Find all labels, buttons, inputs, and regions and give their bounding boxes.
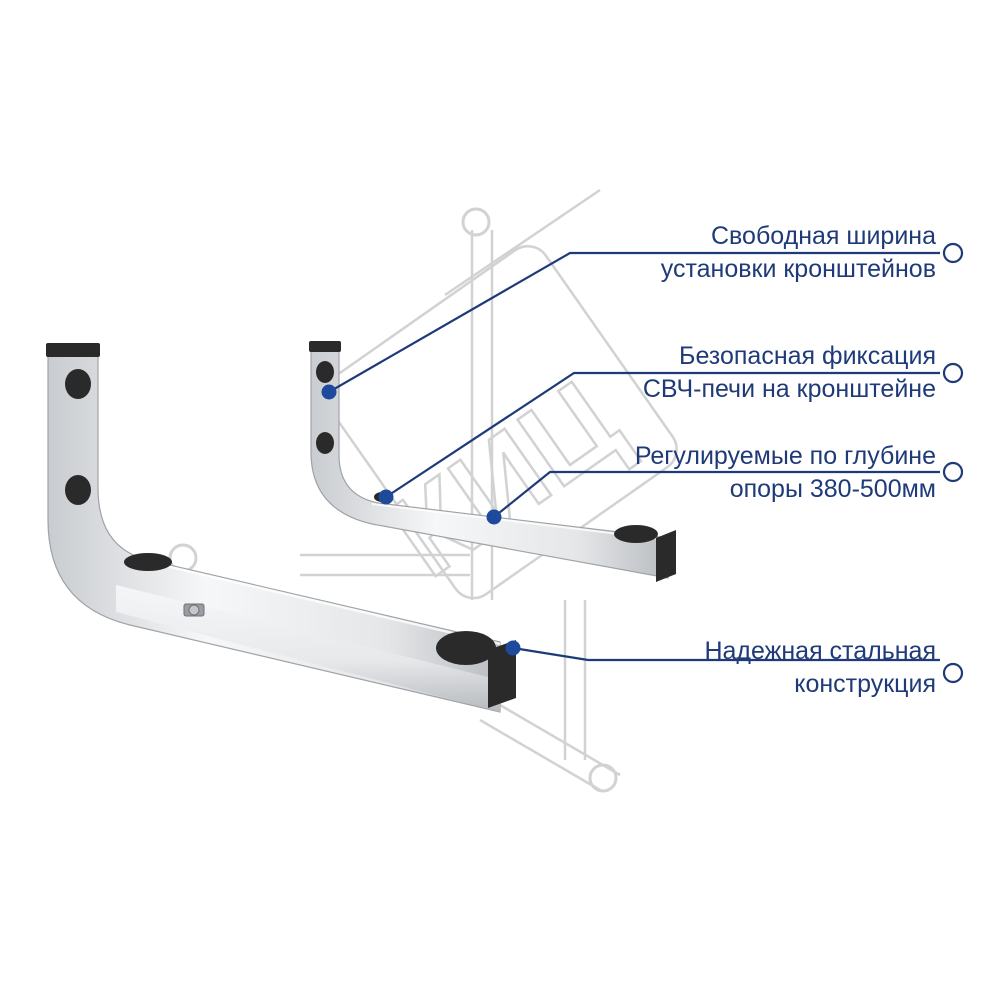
rubber-cap (309, 341, 341, 352)
callout-line: Надежная стальная (704, 637, 936, 665)
leader-line-1 (328, 251, 940, 393)
callout-end-circles (942, 242, 964, 684)
rubber-plug (316, 432, 334, 454)
callout-line: СВЧ-печи на кронштейне (642, 375, 936, 403)
callout-line: опоры 380-500мм (729, 475, 936, 503)
rubber-plug (316, 361, 334, 383)
callout-end-circle-4 (942, 662, 964, 684)
watermark-node (588, 763, 618, 793)
callout-end-circle-3 (942, 461, 964, 483)
watermark-node (461, 207, 491, 237)
anchor-dot-4 (505, 640, 521, 656)
rubber-plug (65, 475, 91, 505)
callout-free-width: Свободная ширина установки кронштейнов (661, 220, 936, 286)
anchor-dot-1 (321, 384, 337, 400)
rubber-pad (436, 631, 496, 665)
leader-lines (328, 251, 940, 662)
rubber-plug (65, 369, 91, 399)
callout-line: конструкция (794, 670, 936, 698)
callout-end-circle-1 (942, 242, 964, 264)
callout-line: Свободная ширина (710, 222, 936, 250)
rubber-end-cap (656, 530, 676, 582)
callout-safe-fixation: Безопасная фиксация СВЧ-печи на кронштей… (643, 340, 936, 406)
leader-line-2 (385, 371, 940, 498)
callout-line: Регулируемые по глубине (634, 442, 936, 470)
adjustment-bolt (183, 603, 205, 617)
anchor-dot-2 (378, 489, 394, 505)
watermark: КИЦ (168, 188, 678, 793)
anchor-dot-3 (486, 509, 502, 525)
leader-line-3 (493, 470, 940, 518)
rubber-end-cap (488, 640, 516, 708)
front-bracket (46, 343, 516, 713)
leader-line-4 (512, 646, 940, 662)
rubber-pad (614, 525, 658, 543)
anchor-dots (321, 384, 521, 656)
callout-adjustable-supports: Регулируемые по глубине опоры 380-500мм (635, 440, 936, 506)
callout-line: Безопасная фиксация (679, 342, 936, 370)
rubber-cap (46, 343, 100, 357)
callout-steel-construction: Надежная стальная конструкция (704, 635, 936, 701)
callout-end-circle-2 (942, 362, 964, 384)
callout-line: установки кронштейнов (660, 255, 936, 283)
rubber-pad (124, 553, 172, 571)
